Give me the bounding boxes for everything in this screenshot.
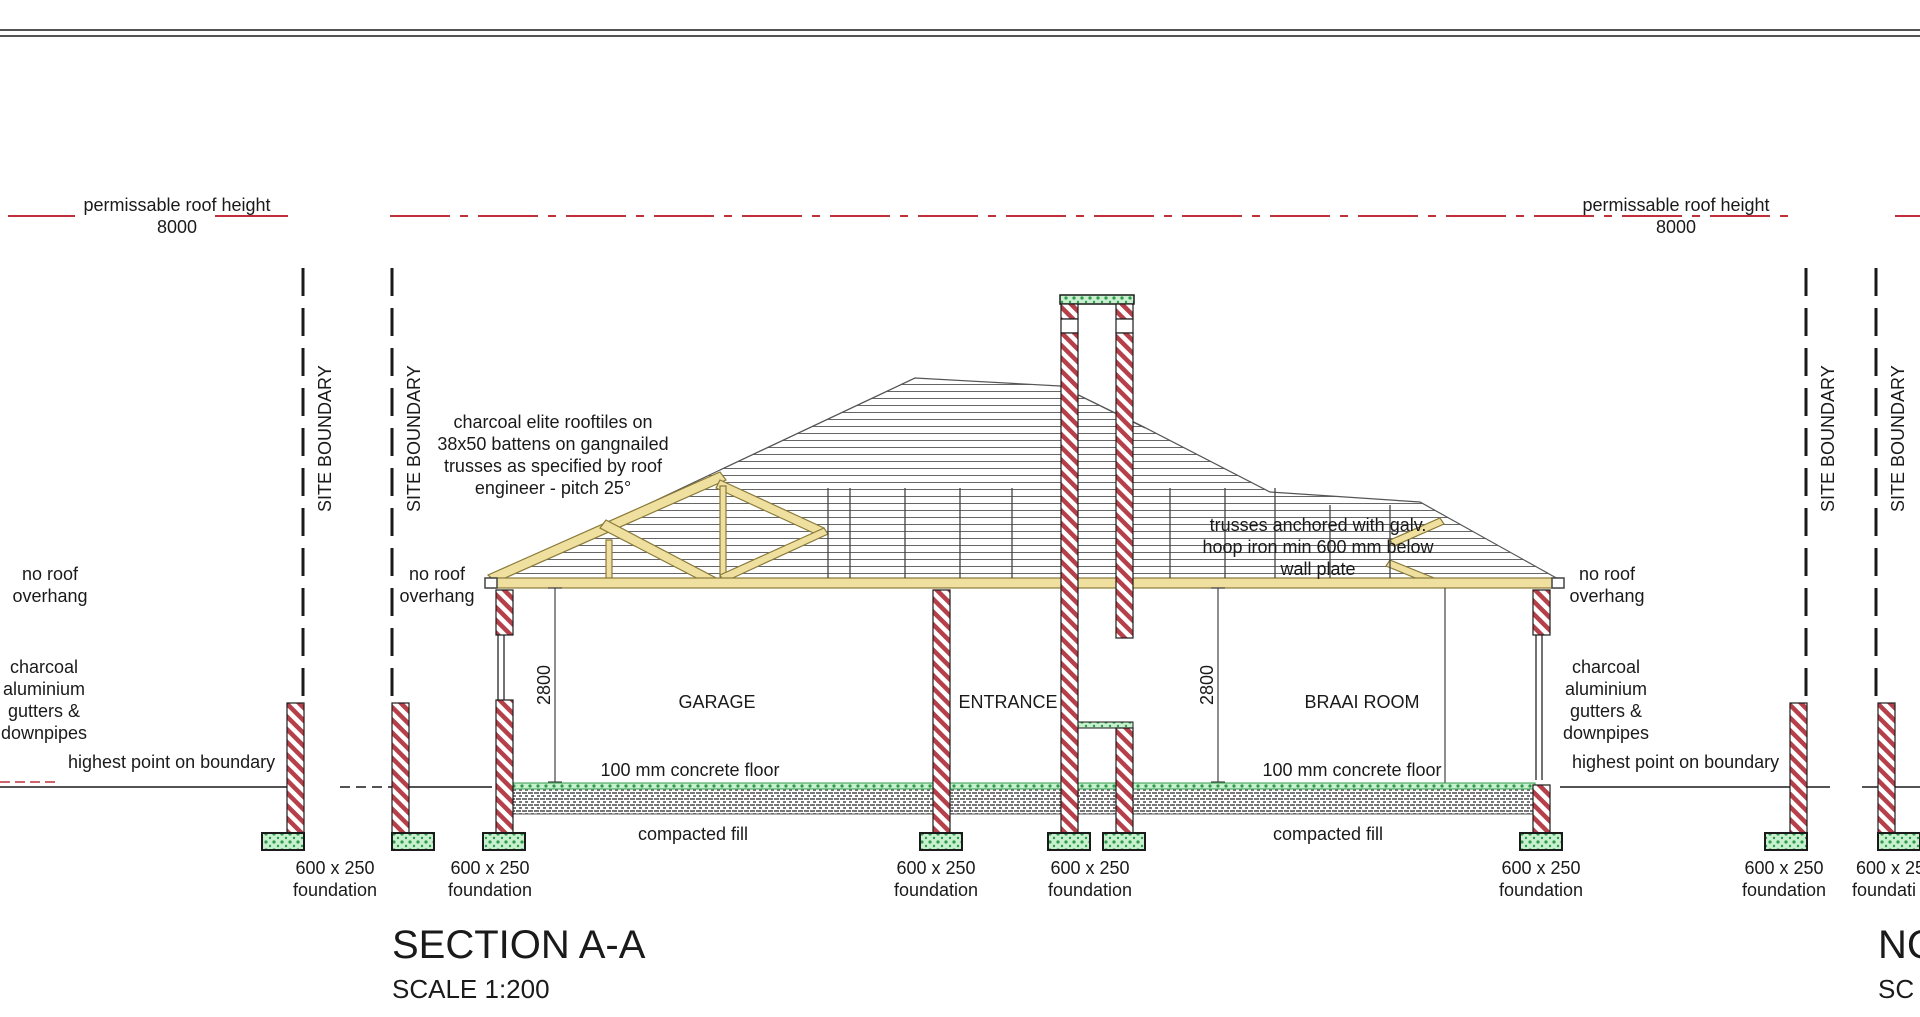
svg-text:overhang: overhang <box>399 586 474 606</box>
svg-text:foundati: foundati <box>1852 880 1916 900</box>
svg-text:foundation: foundation <box>1742 880 1826 900</box>
svg-text:600 x 250: 600 x 250 <box>1744 858 1823 878</box>
svg-text:wall plate: wall plate <box>1279 559 1355 579</box>
svg-text:600 x 25: 600 x 25 <box>1856 858 1920 878</box>
site-boundary-label-2: SITE BOUNDARY <box>404 365 424 512</box>
svg-text:600 x 250: 600 x 250 <box>896 858 975 878</box>
site-boundary-lines <box>301 268 1878 700</box>
section-scale: SCALE 1:200 <box>392 974 550 1004</box>
floor-label-right: 100 mm concrete floor <box>1262 760 1441 780</box>
svg-text:aluminium: aluminium <box>1565 679 1647 699</box>
gutters-note-left-edge: charcoal aluminium gutters & downpipes <box>1 657 87 743</box>
fill-label-left: compacted fill <box>638 824 748 844</box>
svg-text:gutters &: gutters & <box>1570 701 1642 721</box>
walls <box>286 589 1896 834</box>
section-title: SECTION A-A <box>392 923 646 967</box>
svg-text:no roof: no roof <box>409 564 466 584</box>
roof-trusses <box>486 471 1561 589</box>
next-section-scale-cut: SC <box>1878 974 1914 1004</box>
foundations <box>261 832 1920 851</box>
svg-text:trusses as specified by roof: trusses as specified by roof <box>444 456 663 476</box>
gutters-note-right: charcoal aluminium gutters & downpipes <box>1563 657 1649 743</box>
room-label-braai: BRAAI ROOM <box>1304 692 1419 712</box>
roof-height-label-right: permissable roof height <box>1582 195 1769 215</box>
gutters <box>484 577 1565 780</box>
site-boundary-label-4: SITE BOUNDARY <box>1888 365 1908 512</box>
roof-height-value-left: 8000 <box>157 217 197 237</box>
truss-note: trusses anchored with galv. hoop iron mi… <box>1202 515 1434 579</box>
svg-text:foundation: foundation <box>1499 880 1583 900</box>
roof-height-label-left: permissable roof height <box>83 195 270 215</box>
svg-text:600 x 250: 600 x 250 <box>450 858 529 878</box>
svg-text:no roof: no roof <box>22 564 79 584</box>
svg-text:overhang: overhang <box>12 586 87 606</box>
room-label-entrance: ENTRANCE <box>958 692 1057 712</box>
svg-text:foundation: foundation <box>293 880 377 900</box>
truss-verticals <box>827 488 1391 578</box>
floor-slab <box>504 782 1536 815</box>
no-roof-overhang-left: no roof overhang <box>399 564 474 606</box>
svg-text:600 x 250: 600 x 250 <box>1050 858 1129 878</box>
roof <box>487 377 1563 581</box>
svg-text:foundation: foundation <box>448 880 532 900</box>
next-section-title-cut: NC <box>1878 923 1920 967</box>
no-roof-overhang-left-edge: no roof overhang <box>12 564 87 606</box>
highest-point-label-right: highest point on boundary <box>1572 752 1779 772</box>
svg-text:hoop iron min 600 mm below: hoop iron min 600 mm below <box>1202 537 1434 557</box>
svg-text:charcoal: charcoal <box>1572 657 1640 677</box>
svg-text:trusses anchored with galv.: trusses anchored with galv. <box>1210 515 1427 535</box>
sheet-border <box>0 29 1920 37</box>
svg-text:downpipes: downpipes <box>1563 723 1649 743</box>
site-boundary-label-3: SITE BOUNDARY <box>1818 365 1838 512</box>
svg-text:overhang: overhang <box>1569 586 1644 606</box>
roof-note: charcoal elite rooftiles on 38x50 batten… <box>437 412 668 498</box>
no-roof-overhang-right: no roof overhang <box>1569 564 1644 606</box>
highest-point-label-left: highest point on boundary <box>68 752 275 772</box>
svg-text:600 x 250: 600 x 250 <box>1501 858 1580 878</box>
interior-lines <box>548 587 1446 787</box>
svg-text:no roof: no roof <box>1579 564 1636 584</box>
svg-text:engineer - pitch 25°: engineer - pitch 25° <box>475 478 631 498</box>
svg-text:gutters &: gutters & <box>8 701 80 721</box>
fill-label-right: compacted fill <box>1273 824 1383 844</box>
foundation-labels: 600 x 250 foundation 600 x 250 foundatio… <box>293 858 1920 900</box>
svg-text:600 x 250: 600 x 250 <box>295 858 374 878</box>
svg-text:38x50 battens on gangnailed: 38x50 battens on gangnailed <box>437 434 668 454</box>
svg-text:charcoal elite rooftiles on: charcoal elite rooftiles on <box>453 412 652 432</box>
dimension-2800-right: 2800 <box>1197 665 1217 705</box>
svg-text:aluminium: aluminium <box>3 679 85 699</box>
svg-text:charcoal: charcoal <box>10 657 78 677</box>
roof-height-value-right: 8000 <box>1656 217 1696 237</box>
svg-text:foundation: foundation <box>894 880 978 900</box>
svg-text:downpipes: downpipes <box>1 723 87 743</box>
floor-label-left: 100 mm concrete floor <box>600 760 779 780</box>
site-boundary-label-1: SITE BOUNDARY <box>315 365 335 512</box>
dimension-2800-left: 2800 <box>534 665 554 705</box>
room-label-garage: GARAGE <box>678 692 755 712</box>
svg-text:foundation: foundation <box>1048 880 1132 900</box>
